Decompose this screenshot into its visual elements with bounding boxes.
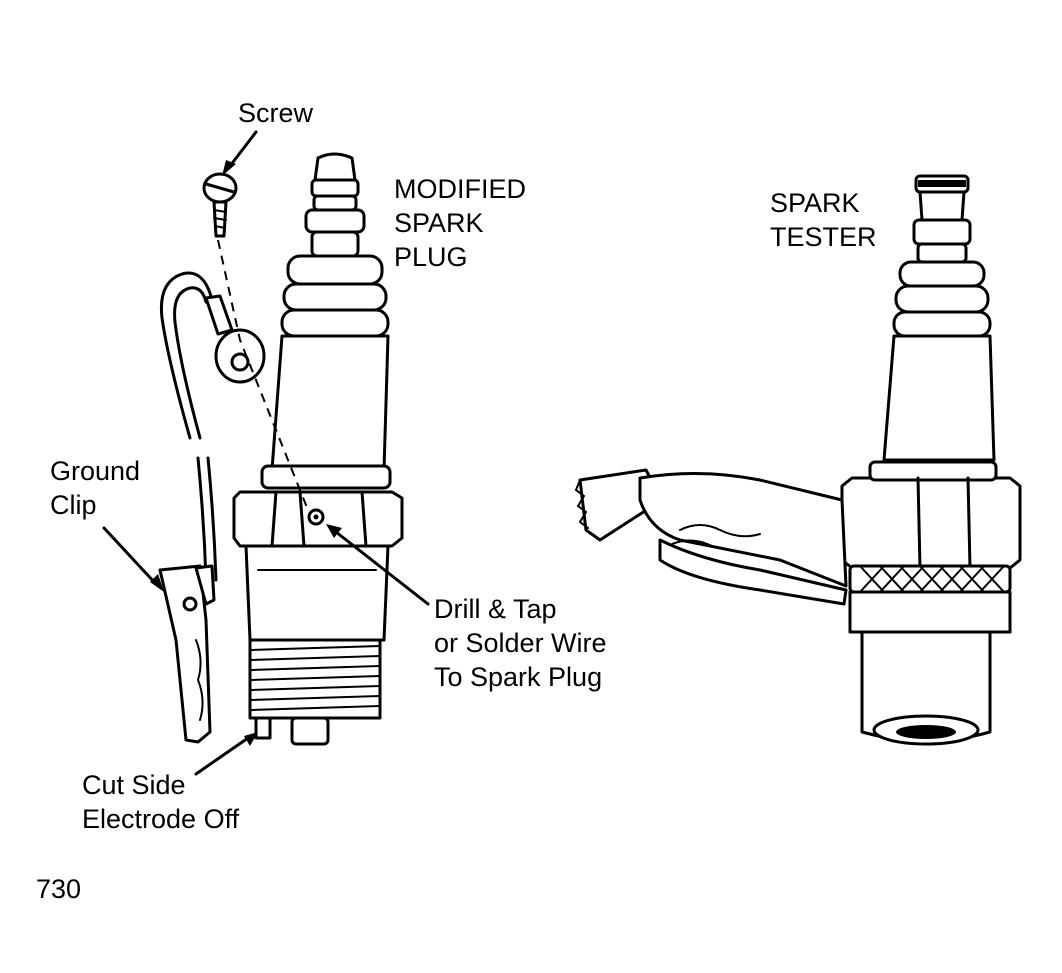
modified-plug-line-1: MODIFIED bbox=[394, 174, 526, 204]
drill-tap-line-1: Drill & Tap bbox=[434, 594, 557, 624]
spark-tester-label: SPARK TESTER bbox=[770, 186, 877, 254]
leader-arrows bbox=[102, 130, 430, 776]
drill-tap-line-2: or Solder Wire bbox=[434, 628, 607, 658]
screw-label-text: Screw bbox=[238, 98, 314, 128]
cut-side-line-1: Cut Side bbox=[82, 770, 186, 800]
spark-tester-line-2: TESTER bbox=[770, 222, 877, 252]
drill-tap-line-3: To Spark Plug bbox=[434, 662, 603, 692]
spark-tester bbox=[840, 174, 1022, 746]
modified-spark-plug bbox=[232, 152, 404, 746]
modified-plug-line-2: SPARK bbox=[394, 208, 484, 238]
spark-tester-line-1: SPARK bbox=[770, 188, 860, 218]
tester-clip bbox=[574, 468, 848, 606]
figure-number: 730 bbox=[36, 872, 81, 906]
ground-clip-line-1: Ground bbox=[50, 456, 141, 486]
figure-number-text: 730 bbox=[36, 874, 82, 904]
screw-part bbox=[202, 172, 238, 238]
drill-tap-label: Drill & Tap or Solder Wire To Spark Plug bbox=[434, 592, 607, 694]
screw-label: Screw bbox=[238, 96, 313, 130]
cut-side-label: Cut Side Electrode Off bbox=[82, 768, 239, 836]
modified-plug-line-3: PLUG bbox=[394, 242, 468, 272]
knurl-pattern bbox=[859, 565, 1005, 593]
modified-spark-plug-label: MODIFIED SPARK PLUG bbox=[394, 172, 526, 274]
ground-clip-label: Ground Clip bbox=[50, 454, 140, 522]
ground-clip bbox=[158, 564, 216, 744]
ground-clip-line-2: Clip bbox=[50, 490, 97, 520]
cut-side-line-2: Electrode Off bbox=[82, 804, 240, 834]
